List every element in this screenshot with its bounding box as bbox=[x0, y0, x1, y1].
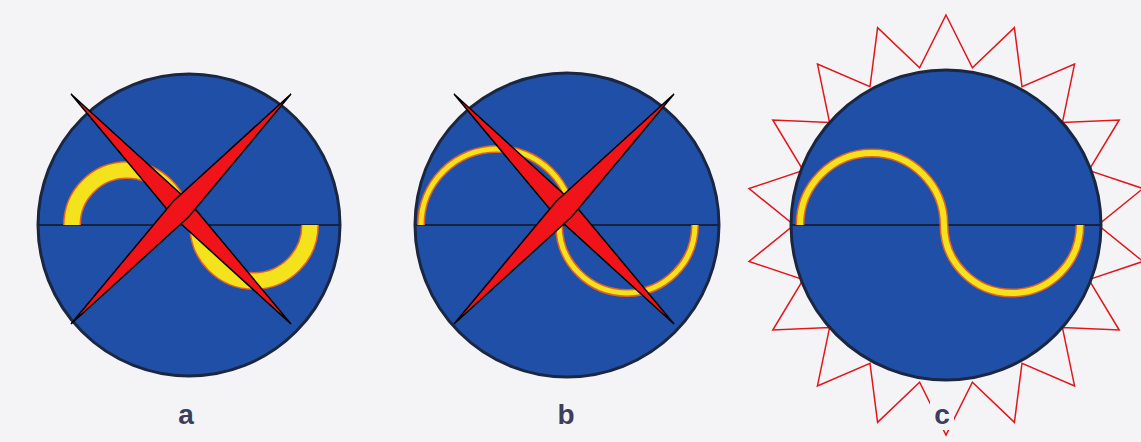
arc-edge bbox=[944, 225, 1080, 293]
panel-letter: b bbox=[553, 400, 578, 430]
model-circle bbox=[415, 73, 719, 377]
yellow-arc bbox=[800, 153, 944, 225]
model-circle bbox=[38, 74, 340, 376]
arc-edge bbox=[800, 153, 944, 225]
panel-letter: c bbox=[930, 400, 954, 430]
model-circle bbox=[791, 70, 1101, 380]
reject-cross bbox=[71, 94, 291, 324]
reject-cross bbox=[454, 94, 674, 324]
highlight-star bbox=[749, 15, 1141, 435]
panel-letter: a bbox=[174, 400, 198, 430]
yellow-arc bbox=[944, 225, 1080, 293]
